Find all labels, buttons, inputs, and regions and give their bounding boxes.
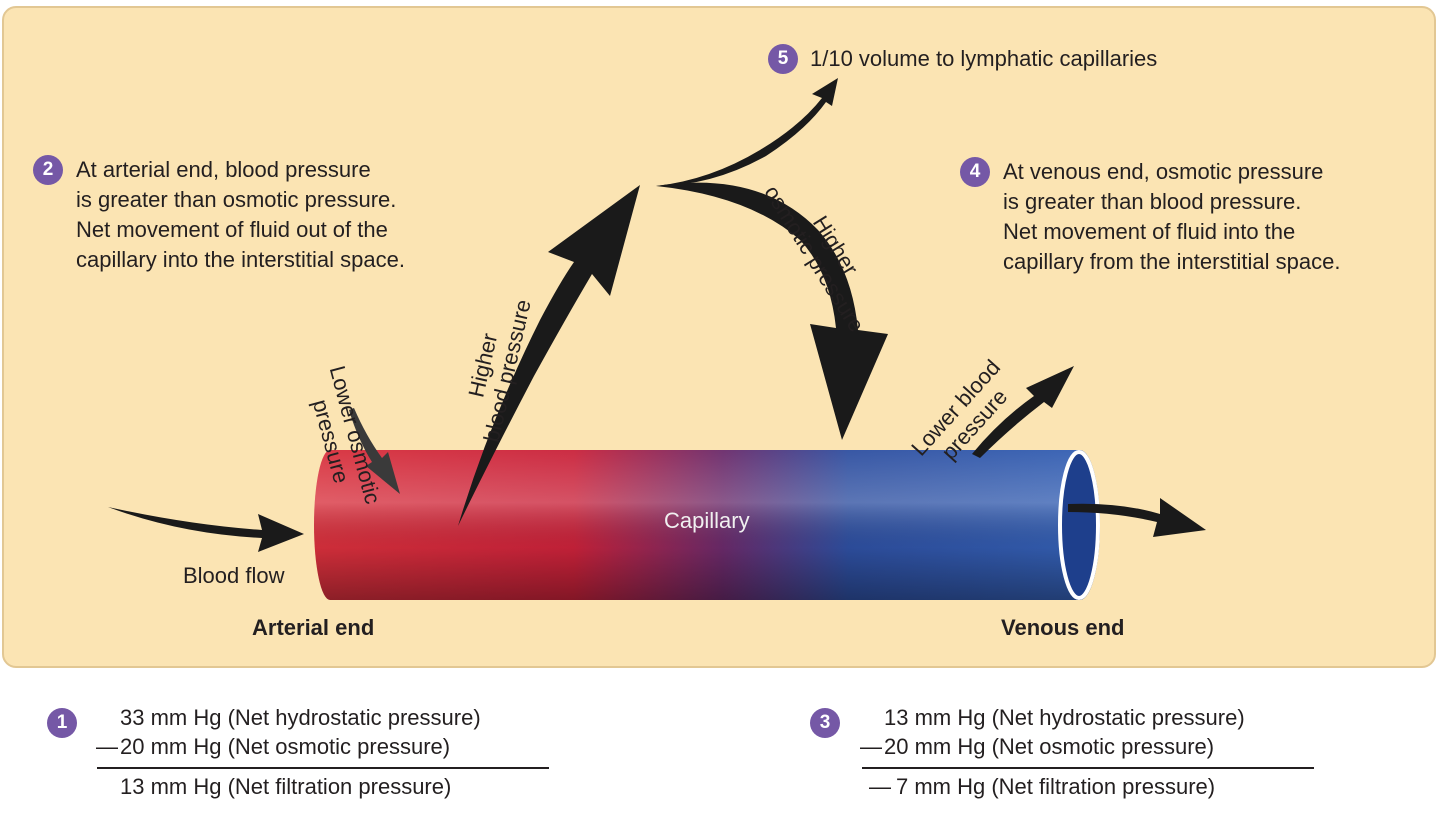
step-4-line-2: is greater than blood pressure. — [1003, 189, 1302, 214]
step-1-badge: 1 — [47, 708, 77, 738]
step-1-hydrostatic: 33 mm Hg (Net hydrostatic pressure) — [120, 705, 481, 730]
step-1-net-filtration: 13 mm Hg (Net filtration pressure) — [120, 774, 452, 799]
blood-flow-label: Blood flow — [183, 563, 285, 588]
sum-rule — [97, 767, 549, 769]
step-3-net-filtration: 7 mm Hg (Net filtration pressure) — [896, 774, 1216, 799]
capillary-tube — [314, 450, 1100, 600]
step-2-line-4: capillary into the interstitial space. — [76, 247, 405, 272]
arterial-end-label: Arterial end — [252, 615, 375, 640]
blood-flow-arrow — [108, 507, 304, 552]
step-4-badge: 4 — [960, 157, 990, 187]
higher-osmotic-pressure-arrow — [656, 182, 888, 440]
step-5-badge: 5 — [768, 44, 798, 74]
minus-sign: — — [860, 734, 882, 759]
lymphatic-arrow — [656, 78, 838, 186]
sum-rule — [862, 767, 1314, 769]
step-4-line-4: capillary from the interstitial space. — [1003, 249, 1341, 274]
step-2-badge: 2 — [33, 155, 63, 185]
higher-blood-pressure-arrow — [458, 185, 640, 526]
minus-sign: — — [869, 774, 891, 799]
lower-blood-pressure-arrow — [972, 366, 1074, 458]
step-3-badge: 3 — [810, 708, 840, 738]
step-3-hydrostatic: 13 mm Hg (Net hydrostatic pressure) — [884, 705, 1245, 730]
step-2-line-3: Net movement of fluid out of the — [76, 217, 388, 242]
step-5-text: 1/10 volume to lymphatic capillaries — [810, 46, 1158, 71]
minus-sign: — — [96, 734, 118, 759]
step-3-osmotic: 20 mm Hg (Net osmotic pressure) — [884, 734, 1215, 759]
step-1-osmotic: 20 mm Hg (Net osmotic pressure) — [120, 734, 451, 759]
lower-osmotic-pressure-arrow — [349, 408, 400, 494]
step-2-line-2: is greater than osmotic pressure. — [76, 187, 397, 212]
outflow-arrow — [1068, 498, 1206, 537]
step-4-line-1: At venous end, osmotic pressure — [1003, 159, 1324, 184]
venous-end-label: Venous end — [1001, 615, 1125, 640]
step-4-line-3: Net movement of fluid into the — [1003, 219, 1296, 244]
capillary-label: Capillary — [664, 508, 750, 533]
step-2-line-1: At arterial end, blood pressure — [76, 157, 371, 182]
